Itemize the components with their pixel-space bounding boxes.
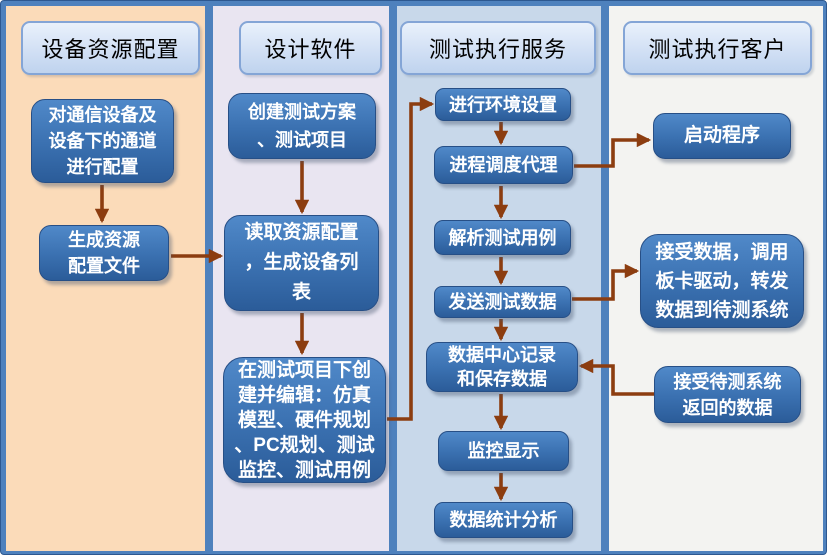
node-receive-data-line-2: 数据到待测系统: [655, 299, 789, 321]
node-cfg-channels-line-1: 设备下的通道: [48, 131, 157, 151]
node-parse-case-line-0: 解析测试用例: [448, 227, 557, 248]
node-read-config: 读取资源配置 ，生成设备列表: [224, 215, 379, 311]
node-receive-return: 接受待测系统返回的数据: [654, 366, 801, 423]
node-receive-return-line-1: 返回的数据: [682, 397, 773, 418]
node-read-config-line-1: ，生成设备列: [244, 252, 359, 273]
node-receive-data-line-1: 板卡驱动，转发: [655, 270, 789, 292]
node-send-data-line-0: 发送测试数据: [448, 292, 557, 312]
node-read-config-line-0: 读取资源配置: [244, 222, 359, 243]
node-env-setup: 进行环境设置: [435, 88, 571, 121]
lane-header-test-exec-client: 测试执行客户: [623, 21, 812, 75]
node-cfg-channels-line-0: 对通信设备及: [48, 105, 157, 125]
node-launch-program: 启动程序: [653, 113, 791, 159]
node-edit-project: 在测试项目下创建并编辑：仿真模型、硬件规划、PC规划、测试监控、测试用例: [223, 357, 386, 483]
node-monitor-display-line-0: 监控显示: [467, 441, 540, 461]
node-stats-analysis: 数据统计分析: [434, 502, 573, 538]
node-create-plan: 创建测试方案、测试项目: [228, 93, 376, 159]
node-stats-analysis-line-0: 数据统计分析: [449, 510, 558, 530]
node-cfg-channels-line-2: 进行配置: [66, 157, 139, 177]
node-edit-project-line-2: 模型、硬件规划: [237, 409, 371, 431]
node-gen-resource-file: 生成资源配置文件: [39, 225, 169, 281]
node-gen-resource-file-line-0: 生成资源: [68, 230, 140, 250]
node-data-center-line-1: 和保存数据: [457, 369, 547, 389]
node-create-plan-line-1: 、测试项目: [257, 130, 347, 150]
node-env-setup-line-0: 进行环境设置: [449, 94, 557, 115]
node-edit-project-line-4: 监控、测试用例: [237, 459, 371, 481]
lane-header-design-software: 设计软件: [239, 21, 382, 75]
node-launch-program-line-0: 启动程序: [683, 125, 760, 146]
node-monitor-display: 监控显示: [438, 431, 569, 471]
node-receive-data: 接受数据，调用板卡驱动，转发数据到待测系统: [640, 234, 804, 328]
node-receive-return-line-0: 接受待测系统: [673, 371, 782, 392]
node-read-config-line-2: 表: [291, 282, 311, 303]
node-edit-project-line-0: 在测试项目下创: [237, 359, 371, 381]
lane-header-device-config: 设备资源配置: [21, 21, 200, 75]
node-process-agent: 进程调度代理: [434, 146, 573, 184]
node-data-center-line-0: 数据中心记录: [448, 345, 556, 365]
node-edit-project-line-3: 、PC规划、测试: [234, 434, 375, 456]
node-data-center: 数据中心记录和保存数据: [426, 342, 578, 392]
lane-header-test-exec-service: 测试执行服务: [400, 21, 596, 75]
node-process-agent-line-0: 进程调度代理: [449, 155, 558, 175]
node-create-plan-line-0: 创建测试方案: [248, 102, 356, 122]
node-cfg-channels: 对通信设备及设备下的通道进行配置: [31, 99, 174, 183]
node-parse-case: 解析测试用例: [434, 220, 571, 255]
node-gen-resource-file-line-1: 配置文件: [68, 256, 140, 276]
node-edit-project-line-1: 建并编辑：仿真: [237, 384, 371, 406]
node-send-data: 发送测试数据: [434, 286, 571, 318]
node-receive-data-line-0: 接受数据，调用: [655, 241, 789, 263]
